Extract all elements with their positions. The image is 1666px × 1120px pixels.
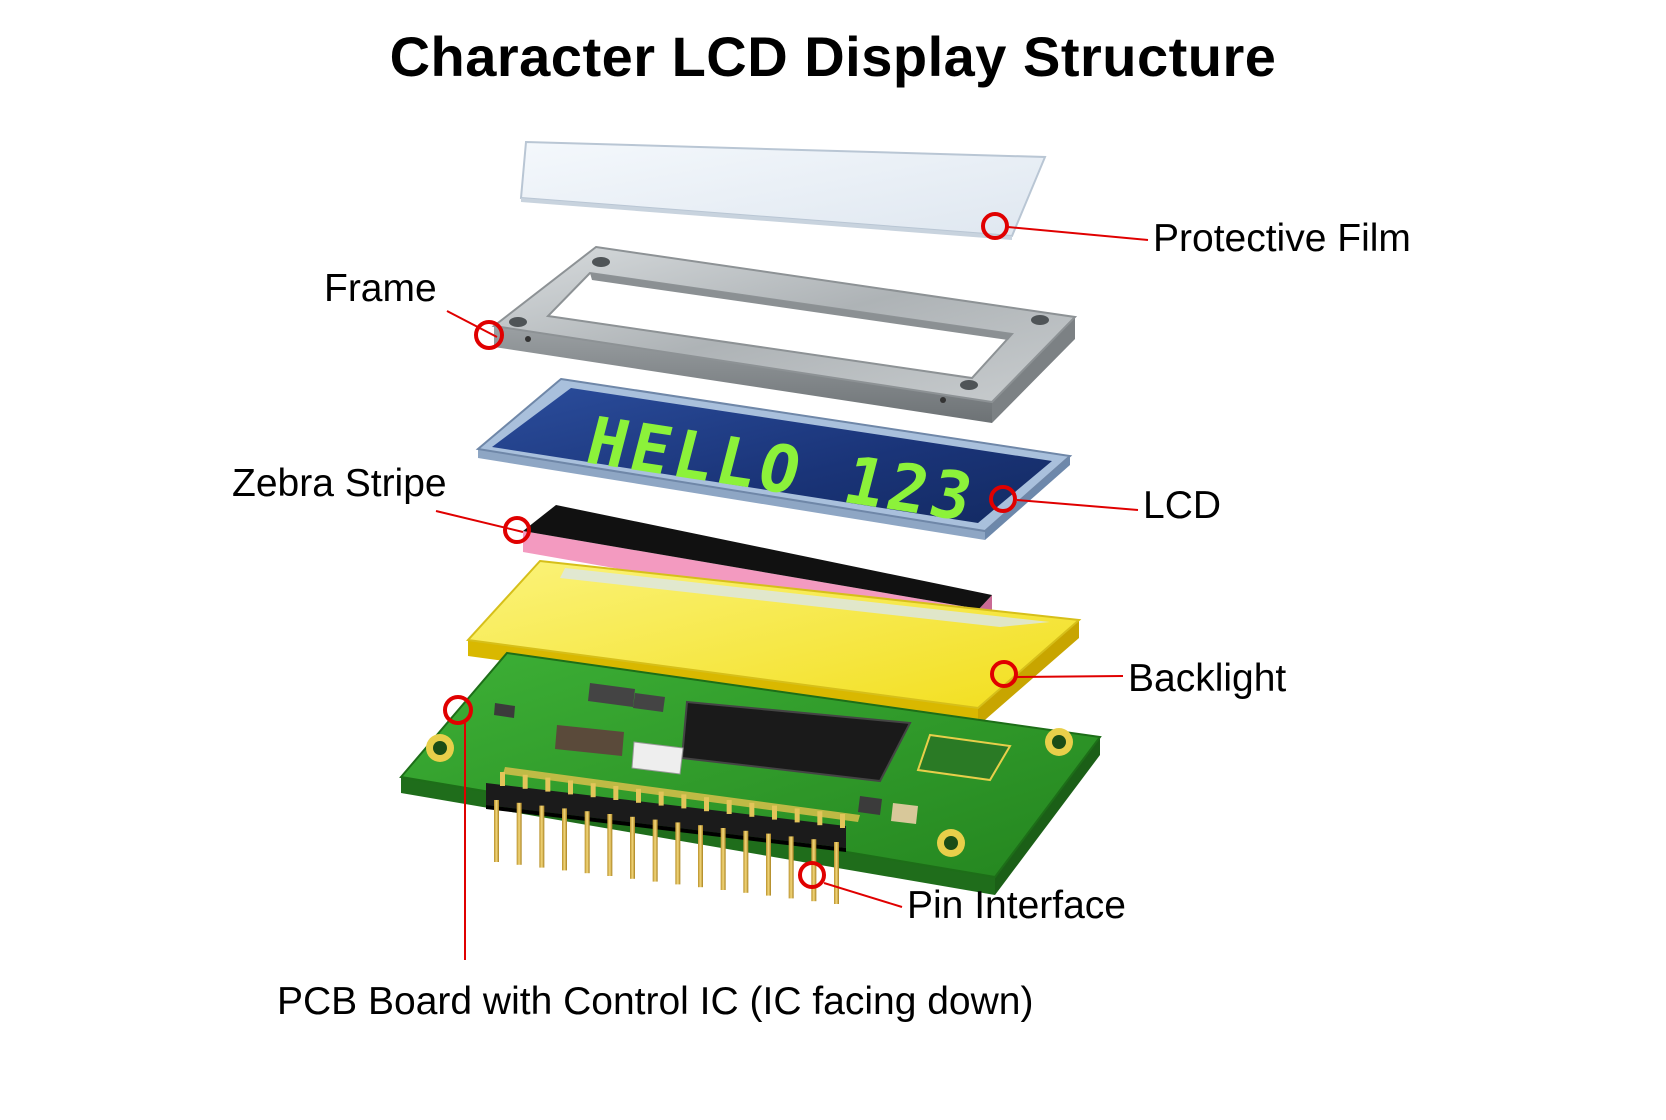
- header-pin: [811, 839, 817, 902]
- callout-marker-lcd: [989, 485, 1017, 513]
- label-frame: Frame: [324, 267, 437, 310]
- header-pin: [630, 816, 635, 879]
- header-pin: [720, 828, 726, 890]
- header-pin-top: [590, 783, 596, 798]
- header-pin: [675, 822, 681, 885]
- header-pin-top: [522, 774, 528, 789]
- header-pin-top: [794, 808, 800, 823]
- header-pin-top: [681, 794, 687, 809]
- callout-markers: [443, 212, 1018, 889]
- header-pin: [539, 805, 545, 868]
- header-pin: [743, 830, 749, 893]
- pin-interface-layer: [486, 772, 846, 904]
- header-pin-top: [726, 800, 732, 814]
- header-pin: [494, 800, 499, 862]
- callout-marker-pin-interface: [798, 861, 826, 889]
- callout-lines: [435, 226, 1149, 960]
- callout-marker-protective-film: [981, 212, 1009, 240]
- header-pin-top: [500, 772, 505, 786]
- header-pin: [698, 825, 703, 888]
- diagram-title: Character LCD Display Structure: [389, 25, 1277, 88]
- label-protective-film: Protective Film: [1153, 217, 1411, 260]
- header-pin-top: [704, 797, 709, 812]
- label-backlight: Backlight: [1128, 657, 1287, 700]
- header-pin-top: [817, 811, 823, 826]
- header-pin: [788, 836, 794, 899]
- header-pin-top: [658, 791, 664, 806]
- header-pin: [516, 802, 522, 865]
- label-lcd: LCD: [1143, 484, 1222, 527]
- pin-row: [494, 772, 845, 904]
- header-pin: [834, 842, 839, 904]
- header-pin-top: [772, 805, 777, 820]
- header-pin-top: [840, 814, 845, 828]
- header-pin-top: [613, 786, 619, 800]
- header-pin-top: [636, 788, 641, 803]
- header-pin: [584, 811, 590, 874]
- header-pin: [562, 808, 567, 871]
- header-pin-top: [568, 780, 573, 795]
- protective-film-layer: [519, 140, 1047, 240]
- header-pin-top: [545, 777, 551, 792]
- label-zebra-stripe: Zebra Stripe: [232, 462, 447, 505]
- callout-marker-frame: [474, 320, 504, 350]
- callout-marker-zebra-stripe: [503, 516, 531, 544]
- header-pin: [766, 833, 771, 896]
- header-pin: [607, 814, 613, 876]
- callout-marker-pcb-board: [443, 695, 473, 725]
- label-pcb-board: PCB Board with Control IC (IC facing dow…: [277, 980, 1034, 1023]
- label-pin-interface: Pin Interface: [907, 884, 1126, 927]
- callout-marker-backlight: [990, 660, 1018, 688]
- frame-layer: [491, 245, 1078, 423]
- header-pin-top: [749, 802, 755, 817]
- header-pin: [652, 819, 658, 882]
